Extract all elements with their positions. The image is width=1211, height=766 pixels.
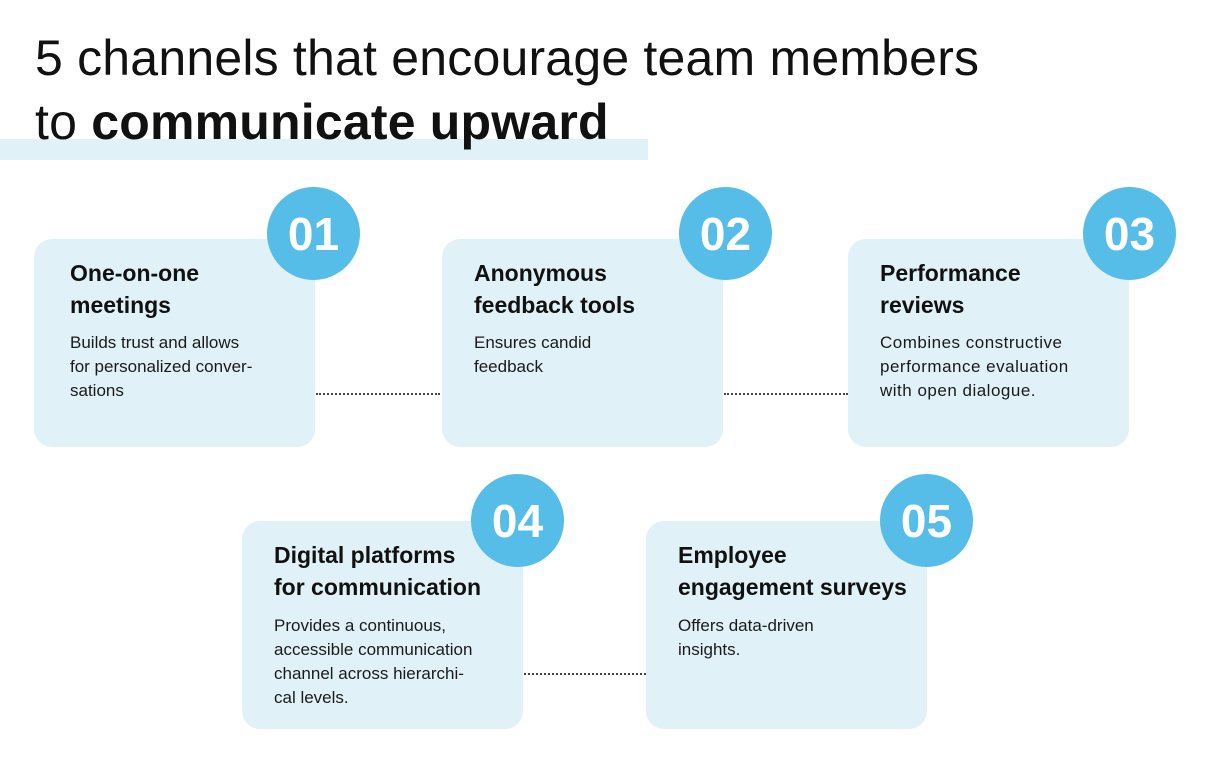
channel-description: Offers data-driven insights.	[678, 616, 814, 659]
channel-title: Digital platforms for communication	[274, 542, 482, 600]
channel-title: Anonymous feedback tools	[474, 260, 636, 318]
channel-number-badge-02: 02	[679, 187, 772, 280]
channel-card-05: Employee engagement surveys Offers data-…	[646, 521, 927, 729]
connector-02-03	[724, 393, 848, 395]
title-line-2-strong: communicate upward	[91, 94, 609, 150]
title-highlight-bar	[0, 139, 648, 160]
connector-04-05	[524, 673, 646, 675]
channel-description: Ensures candid feedback	[474, 333, 592, 376]
channel-card-03: Performance reviews Combines constructiv…	[848, 239, 1129, 447]
channel-card-01: One-on-one meetings Builds trust and all…	[34, 239, 315, 447]
channel-description: Combines constructive performance evalua…	[880, 333, 1069, 400]
title-line-2-prefix: to	[35, 94, 92, 150]
channel-description: Builds trust and allows for personalized…	[70, 333, 253, 400]
channel-description: Provides a continuous, accessible commun…	[274, 616, 473, 707]
channel-title: Performance reviews	[880, 260, 1021, 318]
channel-number-badge-01: 01	[267, 187, 360, 280]
channel-number-badge-05: 05	[880, 474, 973, 567]
channel-number-badge-04: 04	[471, 474, 564, 567]
channel-title: One-on-one meetings	[70, 260, 200, 318]
channel-title: Employee engagement surveys	[678, 542, 907, 600]
page-title: 5 channels that encourage team members t…	[35, 26, 979, 154]
title-line-1: 5 channels that encourage team members	[35, 30, 980, 86]
header: 5 channels that encourage team members t…	[0, 0, 1211, 170]
channel-card-04: Digital platforms for communication Prov…	[242, 521, 523, 729]
channel-number-badge-03: 03	[1083, 187, 1176, 280]
channel-card-02: Anonymous feedback tools Ensures candid …	[442, 239, 723, 447]
connector-01-02	[316, 393, 440, 395]
